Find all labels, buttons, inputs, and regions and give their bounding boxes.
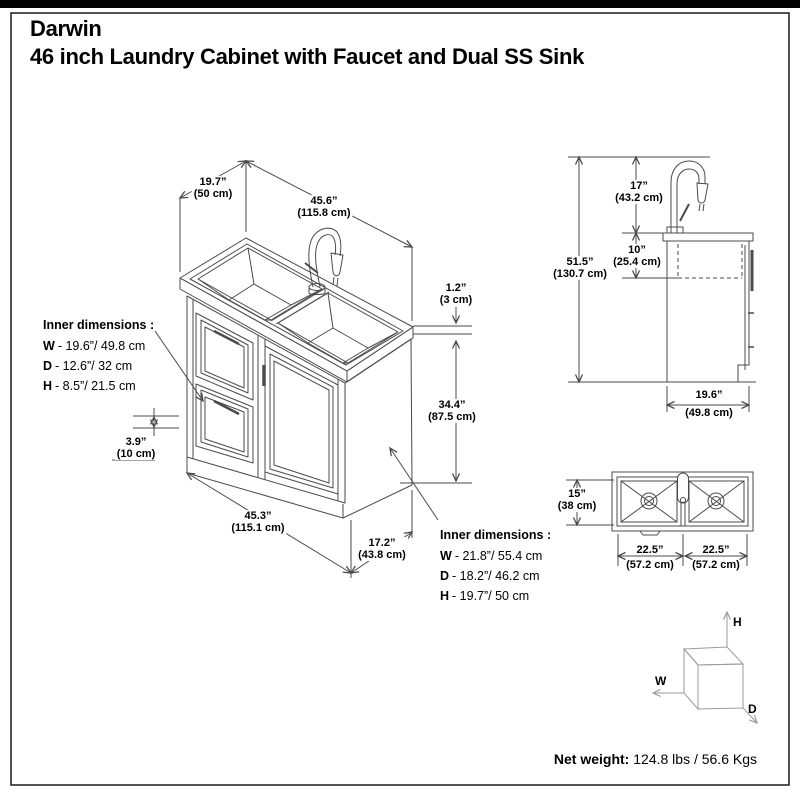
net-weight-label: Net weight: xyxy=(553,751,630,767)
drawer-handle xyxy=(213,399,240,416)
side-view-drawing xyxy=(662,160,754,383)
dim-right-basin-cm: (57.2 cm) xyxy=(692,559,740,571)
product-subtitle: 46 inch Laundry Cabinet with Faucet and … xyxy=(30,44,585,69)
dim-total-height: 51.5”(130.7 cm) xyxy=(551,256,609,280)
drawer-bottom xyxy=(195,383,254,464)
dim-cabinet-height: 34.4”(87.5 cm) xyxy=(426,399,478,423)
side-faucet xyxy=(666,160,709,234)
left-sink-basin xyxy=(197,247,323,321)
dim-toe-kick: 3.9”(10 cm) xyxy=(114,436,158,460)
dim-faucet-height: 17”(43.2 cm) xyxy=(613,180,665,204)
dim-right-basin-in: 22.5” xyxy=(702,544,730,556)
axis-w-label: W xyxy=(655,674,667,688)
cabinet-door xyxy=(262,345,339,495)
dim-depth-bottom: 17.2”(43.8 cm) xyxy=(356,537,408,561)
page-border xyxy=(10,12,790,786)
top-view-drawing xyxy=(611,471,754,536)
side-basin-dashed xyxy=(677,244,743,279)
top-view-dimension-lines xyxy=(566,478,749,566)
axis-d-label: D xyxy=(748,702,757,716)
axis-d-arrow xyxy=(742,707,758,725)
main-view-dimension-lines xyxy=(112,160,472,578)
drawer-handle xyxy=(213,329,240,346)
faucet xyxy=(304,227,344,295)
axis-h-label: H xyxy=(733,615,742,629)
dim-counter-thickness: 1.2”(3 cm) xyxy=(437,282,475,306)
main-isometric-cabinet-drawing xyxy=(179,227,414,519)
side-countertop xyxy=(662,232,754,242)
right-sink-basin xyxy=(277,292,399,364)
top-black-bar xyxy=(0,0,800,8)
product-title: Darwin xyxy=(30,16,102,41)
dim-left-basin-cm: (57.2 cm) xyxy=(626,559,674,571)
dim-basin-depth: 10”(25.4 cm) xyxy=(611,244,663,268)
orientation-cube xyxy=(651,610,758,725)
drawer-inner-dims-leader xyxy=(154,330,204,403)
dim-side-depth-cm: (49.8 cm) xyxy=(685,407,733,419)
dim-left-basin-in: 22.5” xyxy=(636,544,664,556)
dim-depth-top: 19.7”(50 cm) xyxy=(191,176,235,200)
net-weight-value: 124.8 lbs / 56.6 Kgs xyxy=(629,751,757,767)
dim-width-bottom: 45.3”(115.1 cm) xyxy=(229,510,287,534)
net-weight: Net weight: 124.8 lbs / 56.6 Kgs xyxy=(554,751,757,767)
dim-side-depth-in: 19.6” xyxy=(695,389,723,401)
cabinet-inner-dims-leader xyxy=(389,446,439,521)
top-view-right-basin xyxy=(688,480,745,523)
cabinet-side-panel xyxy=(344,338,413,486)
drawer-top xyxy=(195,312,254,401)
dim-width-top: 45.6”(115.8 cm) xyxy=(295,195,353,219)
dim-front-to-back: 15”(38 cm) xyxy=(555,488,599,512)
cabinet-inner-dimensions: Inner dimensions : W- 21.8”/ 55.4 cm D- … xyxy=(440,528,552,603)
top-view-faucet xyxy=(677,472,689,504)
drawer-inner-dimensions: Inner dimensions : W- 19.6”/ 49.8 cm D- … xyxy=(43,318,155,393)
top-view-left-basin xyxy=(620,480,678,523)
